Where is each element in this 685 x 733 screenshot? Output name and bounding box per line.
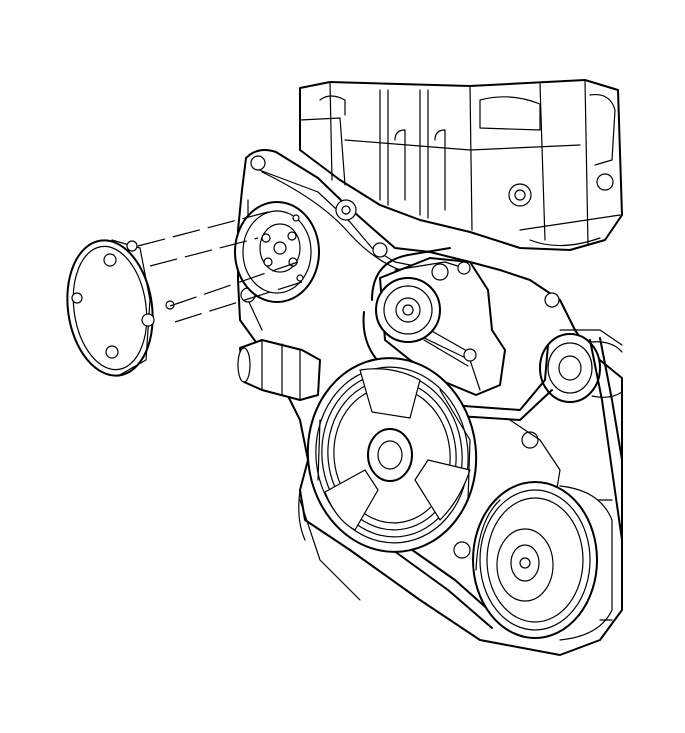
cylinder-head [299,79,623,251]
wiring-conduit [237,339,321,401]
power-steering-pump-pulley [472,481,613,641]
water-pump-cover-plate [66,239,175,377]
crankshaft-balancer [306,357,478,553]
idler-pulley [539,333,623,403]
exploded-view-guide-lines [137,211,303,323]
